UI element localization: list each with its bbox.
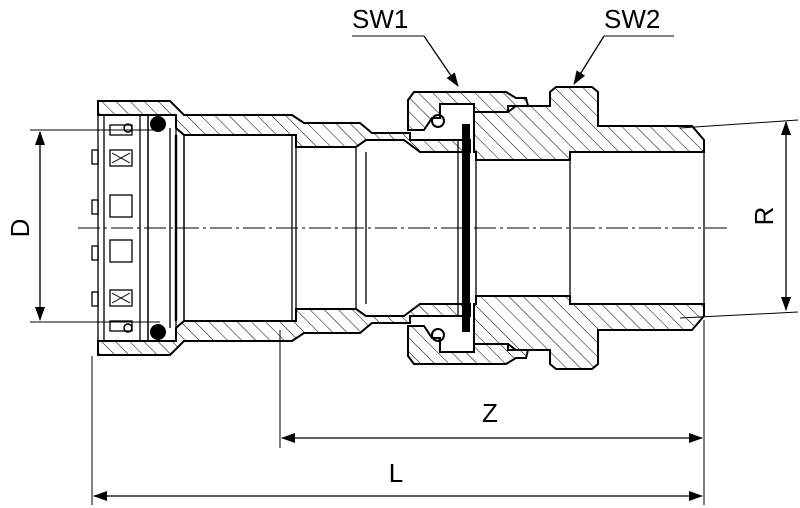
o-ring-bottom-icon	[150, 324, 166, 340]
nut-o-ring-bottom-icon	[431, 328, 445, 342]
leader-sw1: SW1	[352, 4, 459, 87]
label-d: D	[5, 219, 35, 238]
flat-gasket	[462, 124, 470, 332]
label-sw1: SW1	[352, 4, 408, 34]
upper-wall-section	[97, 86, 705, 161]
dimension-l: L	[91, 356, 705, 505]
dimension-d: D	[5, 129, 160, 323]
leader-sw2: SW2	[573, 4, 674, 85]
lower-wall-section	[97, 295, 705, 370]
label-l: L	[389, 458, 403, 488]
o-ring-top-icon	[150, 116, 166, 132]
nut-o-ring-top-icon	[431, 114, 445, 128]
label-z: Z	[482, 398, 498, 428]
dimension-z: Z	[279, 320, 705, 448]
label-r: R	[749, 207, 779, 226]
dimension-r: R	[679, 119, 799, 319]
label-sw2: SW2	[604, 4, 660, 34]
